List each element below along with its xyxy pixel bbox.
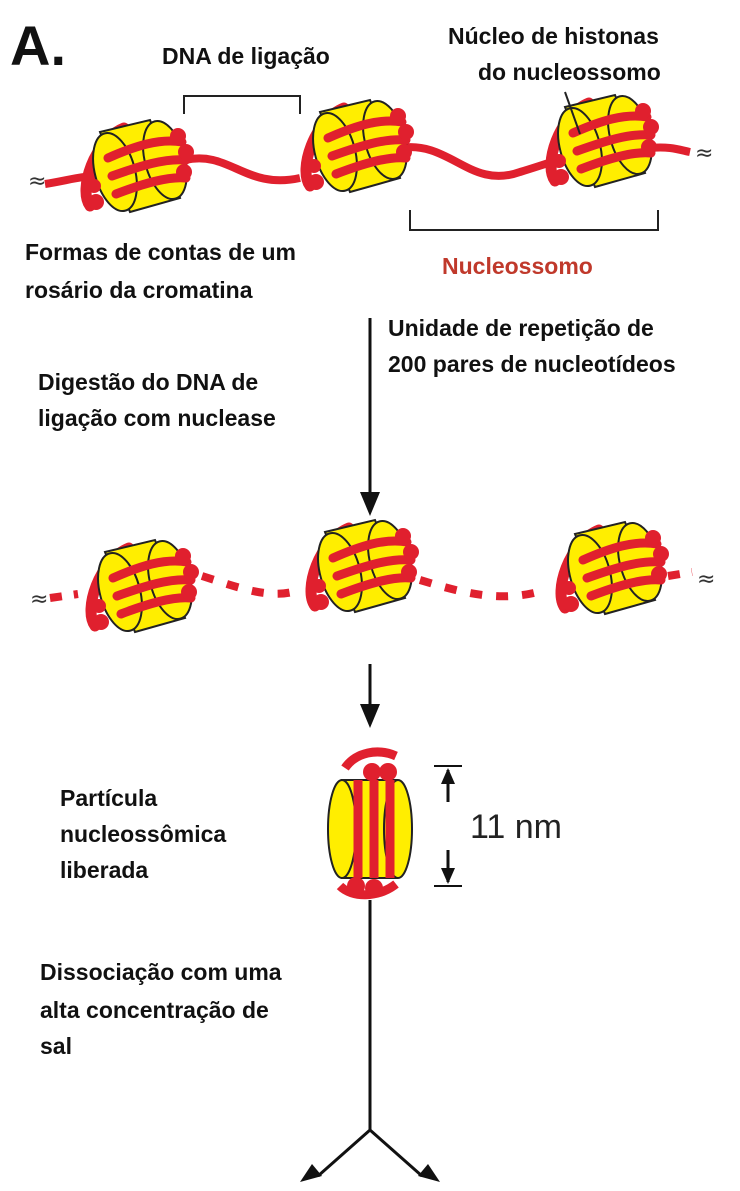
- arrow-release-head: [360, 704, 380, 728]
- particle-label-line2: nucleossômica: [60, 821, 227, 847]
- nucleosome-3: [550, 91, 659, 191]
- arrow-fork-left-head: [300, 1164, 322, 1182]
- nucleosome-label: Nucleossomo: [442, 253, 593, 279]
- beads-label-line1: Formas de contas de um: [25, 239, 296, 265]
- dissociation-label-line2: alta concentração de: [40, 997, 269, 1023]
- digestion-label-line2: ligação com nuclease: [38, 405, 276, 431]
- digested-nucleosome-2: [310, 516, 419, 616]
- arrow-fork-right: [369, 1128, 423, 1178]
- panel-letter: A.: [10, 14, 66, 77]
- beads-label-line2: rosário da cromatina: [25, 277, 253, 303]
- svg-text:≈: ≈: [28, 169, 46, 194]
- nucleosome-bracket: [409, 210, 659, 231]
- digested-nucleosome-1: [90, 536, 199, 636]
- digested-chromatin: ≈ ≈: [30, 516, 715, 636]
- svg-text:≈: ≈: [695, 141, 713, 166]
- digested-nucleosome-3: [560, 518, 669, 618]
- dissociation-label-line3: sal: [40, 1033, 72, 1059]
- released-nucleosome: [327, 747, 413, 900]
- linker-dna-label: DNA de ligação: [162, 43, 330, 69]
- particle-label-line3: liberada: [60, 857, 149, 883]
- nucleosome-1: [85, 116, 194, 216]
- nucleosome-2: [305, 96, 414, 196]
- histone-pointer: [564, 91, 581, 135]
- arrow-fork-right-head: [418, 1164, 440, 1182]
- dimension-marker: [434, 765, 462, 887]
- digestion-label-line1: Digestão do DNA de: [38, 369, 259, 395]
- svg-text:≈: ≈: [30, 587, 48, 612]
- particle-label-line1: Partícula: [60, 785, 158, 811]
- arrow-digestion-head: [360, 492, 380, 516]
- dissociation-label-line1: Dissociação com uma: [40, 959, 282, 985]
- arrow-fork-left: [317, 1128, 371, 1178]
- histone-core-label-line1: Núcleo de histonas: [448, 23, 659, 49]
- chromatin-fiber: ≈ ≈: [28, 91, 713, 216]
- histone-core-label-line2: do nucleossomo: [478, 59, 661, 85]
- repeat-unit-label-line2: 200 pares de nucleotídeos: [388, 351, 676, 377]
- svg-text:≈: ≈: [697, 567, 715, 592]
- dimension-label: 11 nm: [470, 808, 562, 846]
- linker-bracket: [183, 95, 301, 114]
- repeat-unit-label-line1: Unidade de repetição de: [388, 315, 654, 341]
